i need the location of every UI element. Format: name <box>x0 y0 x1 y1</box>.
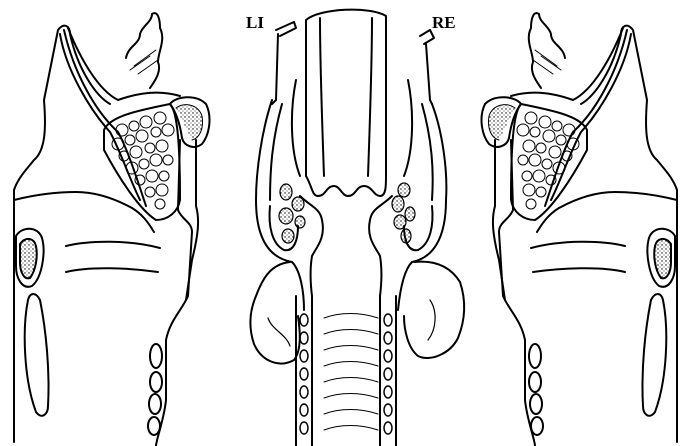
center-right-wall <box>398 104 446 310</box>
left-tongue-base <box>126 13 162 88</box>
label-right-side: RE <box>432 14 456 31</box>
left-cricoid <box>25 294 49 416</box>
left-vocal-fold-lower <box>66 268 158 272</box>
left-probe <box>272 22 296 104</box>
center-trachea <box>312 296 380 446</box>
left-tracheal-ring <box>150 344 162 368</box>
center-cartilage-clusters <box>279 183 415 243</box>
label-left-side: LI <box>246 14 264 31</box>
center-coronal-larynx <box>250 10 464 446</box>
center-glottis <box>306 176 386 196</box>
center-epiglottis <box>306 10 386 176</box>
left-vocal-fold-upper <box>66 242 160 248</box>
right-sagittal-larynx <box>482 13 677 446</box>
left-thyroid-lobe <box>250 262 299 363</box>
center-tracheal-rings <box>300 314 392 434</box>
center-tracheal-lines <box>324 314 378 431</box>
right-probe <box>420 30 434 104</box>
left-sagittal-larynx <box>14 13 209 446</box>
left-pre-epiglottic-space <box>104 104 180 220</box>
